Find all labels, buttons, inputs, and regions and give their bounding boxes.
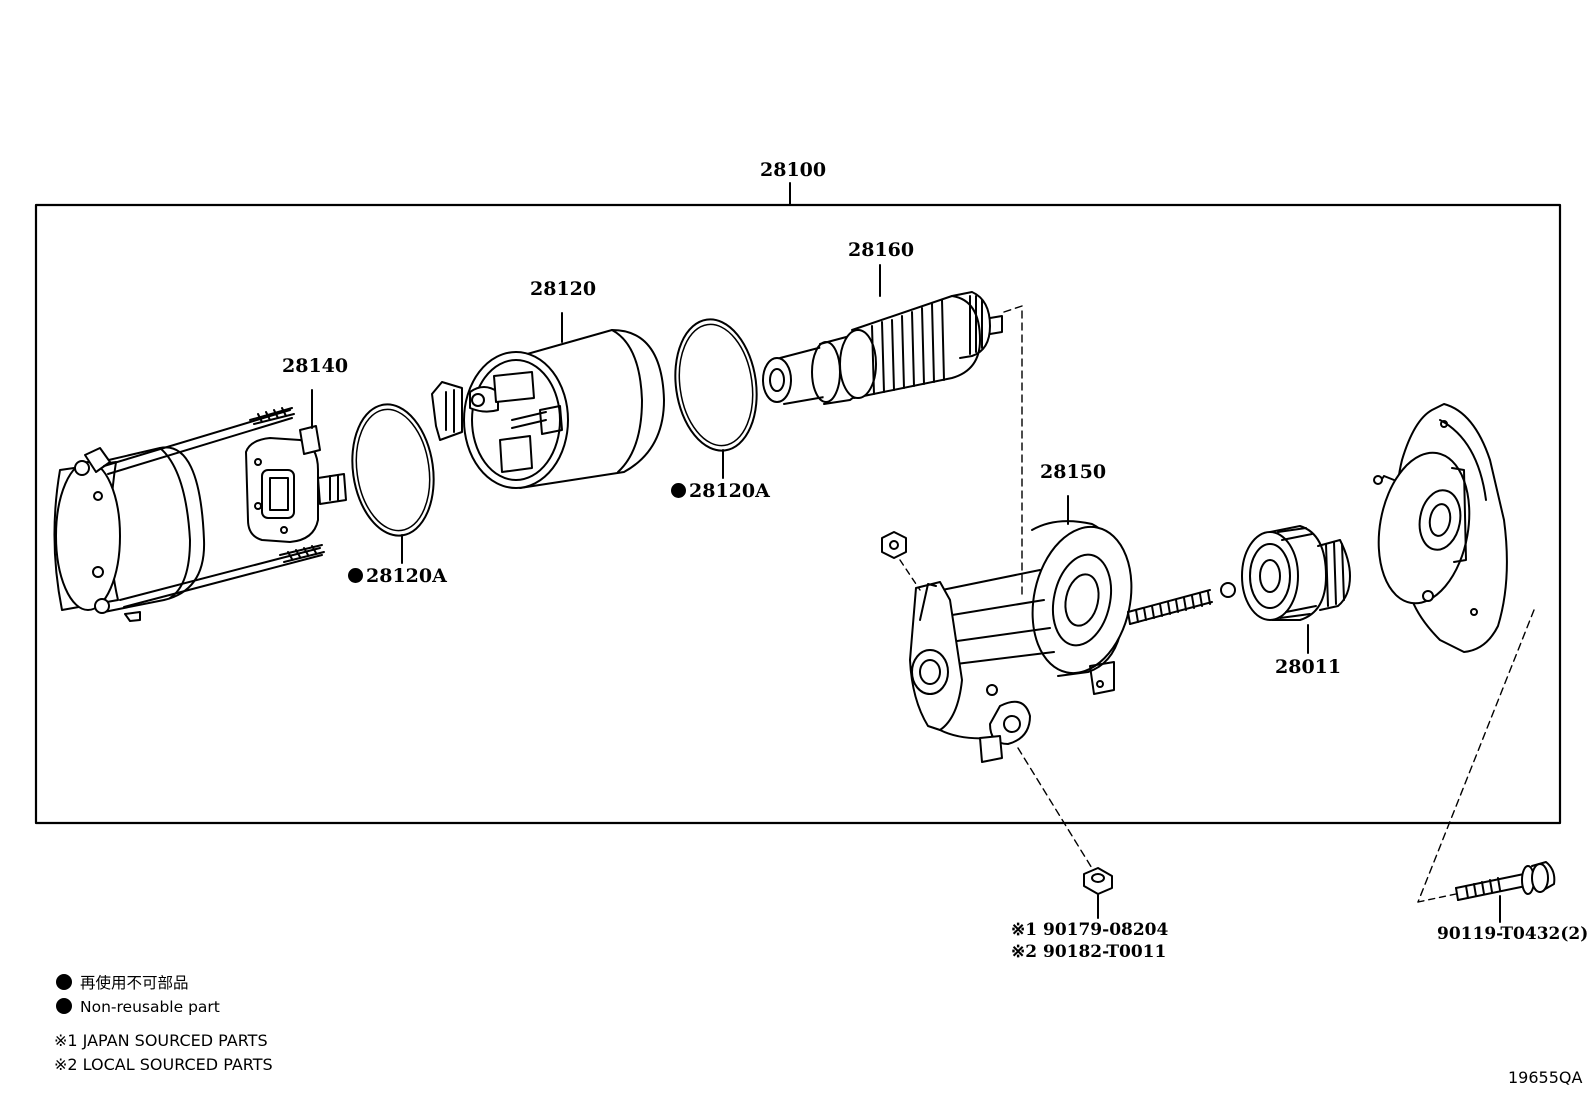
- part-label-28120a-left: 28120A: [348, 566, 447, 586]
- part-label-28150: 28150: [1040, 461, 1107, 483]
- part-label-28011: 28011: [1275, 656, 1342, 678]
- non-reusable-dot-icon: [671, 483, 686, 498]
- flange-bolt-part: [1455, 861, 1556, 901]
- legend-jp: 再使用不可部品: [56, 974, 189, 992]
- centerline-nut: [1017, 747, 1099, 879]
- spring-part: [1127, 589, 1213, 625]
- brush-holder-part: [245, 425, 347, 543]
- figure-code: 19655QA: [1508, 1068, 1583, 1087]
- terminal-nut-part: [1083, 867, 1113, 895]
- part-label-bolt: 90119-T0432(2): [1437, 924, 1589, 944]
- centerline-bolt: [1417, 609, 1535, 903]
- o-ring-left: [351, 403, 435, 537]
- o-ring-right: [674, 318, 758, 452]
- non-reusable-dot-icon: [348, 568, 363, 583]
- legend-en: Non-reusable part: [56, 998, 220, 1016]
- field-coil-part: [431, 329, 665, 489]
- housing-part: [909, 520, 1133, 763]
- yoke-housing-part: [53, 407, 325, 622]
- part-label-nut-jp: ※1 90179-08204: [1011, 920, 1169, 940]
- non-reusable-dot-icon: [56, 974, 72, 990]
- part-label-28120a-right: 28120A: [671, 481, 770, 501]
- steel-ball-part: [1220, 582, 1236, 598]
- small-nut-top: [881, 531, 907, 559]
- starter-clutch-part: [1241, 525, 1351, 621]
- note-local-sourced: ※2 LOCAL SOURCED PARTS: [54, 1055, 273, 1074]
- part-label-28140: 28140: [282, 355, 349, 377]
- assembly-frame: [34, 203, 1562, 825]
- note-japan-sourced: ※1 JAPAN SOURCED PARTS: [54, 1031, 268, 1050]
- part-label-28160: 28160: [848, 239, 915, 261]
- non-reusable-dot-icon: [56, 998, 72, 1014]
- armature-part: [762, 291, 1003, 405]
- part-label-28120: 28120: [530, 278, 597, 300]
- assembly-label: 28100: [760, 159, 827, 181]
- drive-housing-part: [1373, 403, 1508, 653]
- part-label-nut-local: ※2 90182-T0011: [1011, 942, 1167, 962]
- centerline-28160: [1003, 305, 1023, 599]
